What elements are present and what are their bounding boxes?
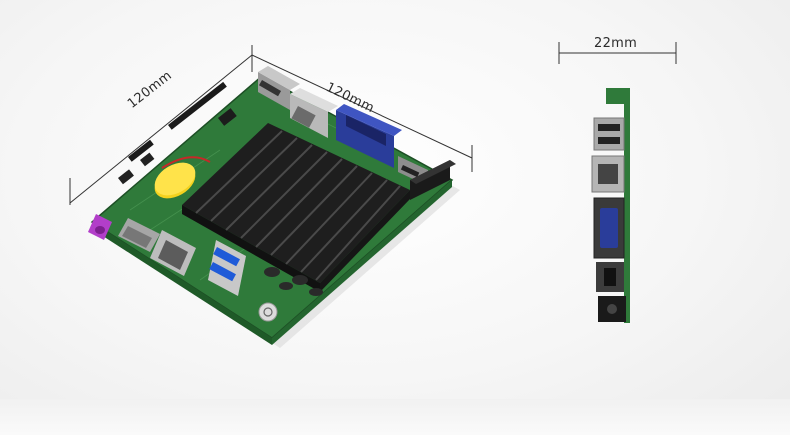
heatsink-icon (182, 123, 410, 292)
usb-stack-icon (258, 66, 300, 110)
sd-slot-icon (118, 218, 160, 252)
ethernet-front-icon (150, 230, 196, 276)
side-profile (591, 88, 630, 323)
floor-shadow (0, 399, 790, 435)
battery-icon (154, 156, 211, 199)
dc-jack-icon (410, 160, 456, 200)
capacitors (264, 267, 323, 296)
dimension-lines (69, 42, 677, 205)
front-ports (88, 214, 323, 322)
usb3-port-icon (208, 240, 246, 296)
vga-port-icon (336, 104, 402, 168)
dimension-label-thickness: 22mm (594, 36, 638, 51)
power-button-icon (258, 302, 278, 322)
io-ports (258, 66, 456, 200)
ethernet-port-icon (290, 88, 338, 138)
audio-jack-icon (88, 214, 112, 240)
